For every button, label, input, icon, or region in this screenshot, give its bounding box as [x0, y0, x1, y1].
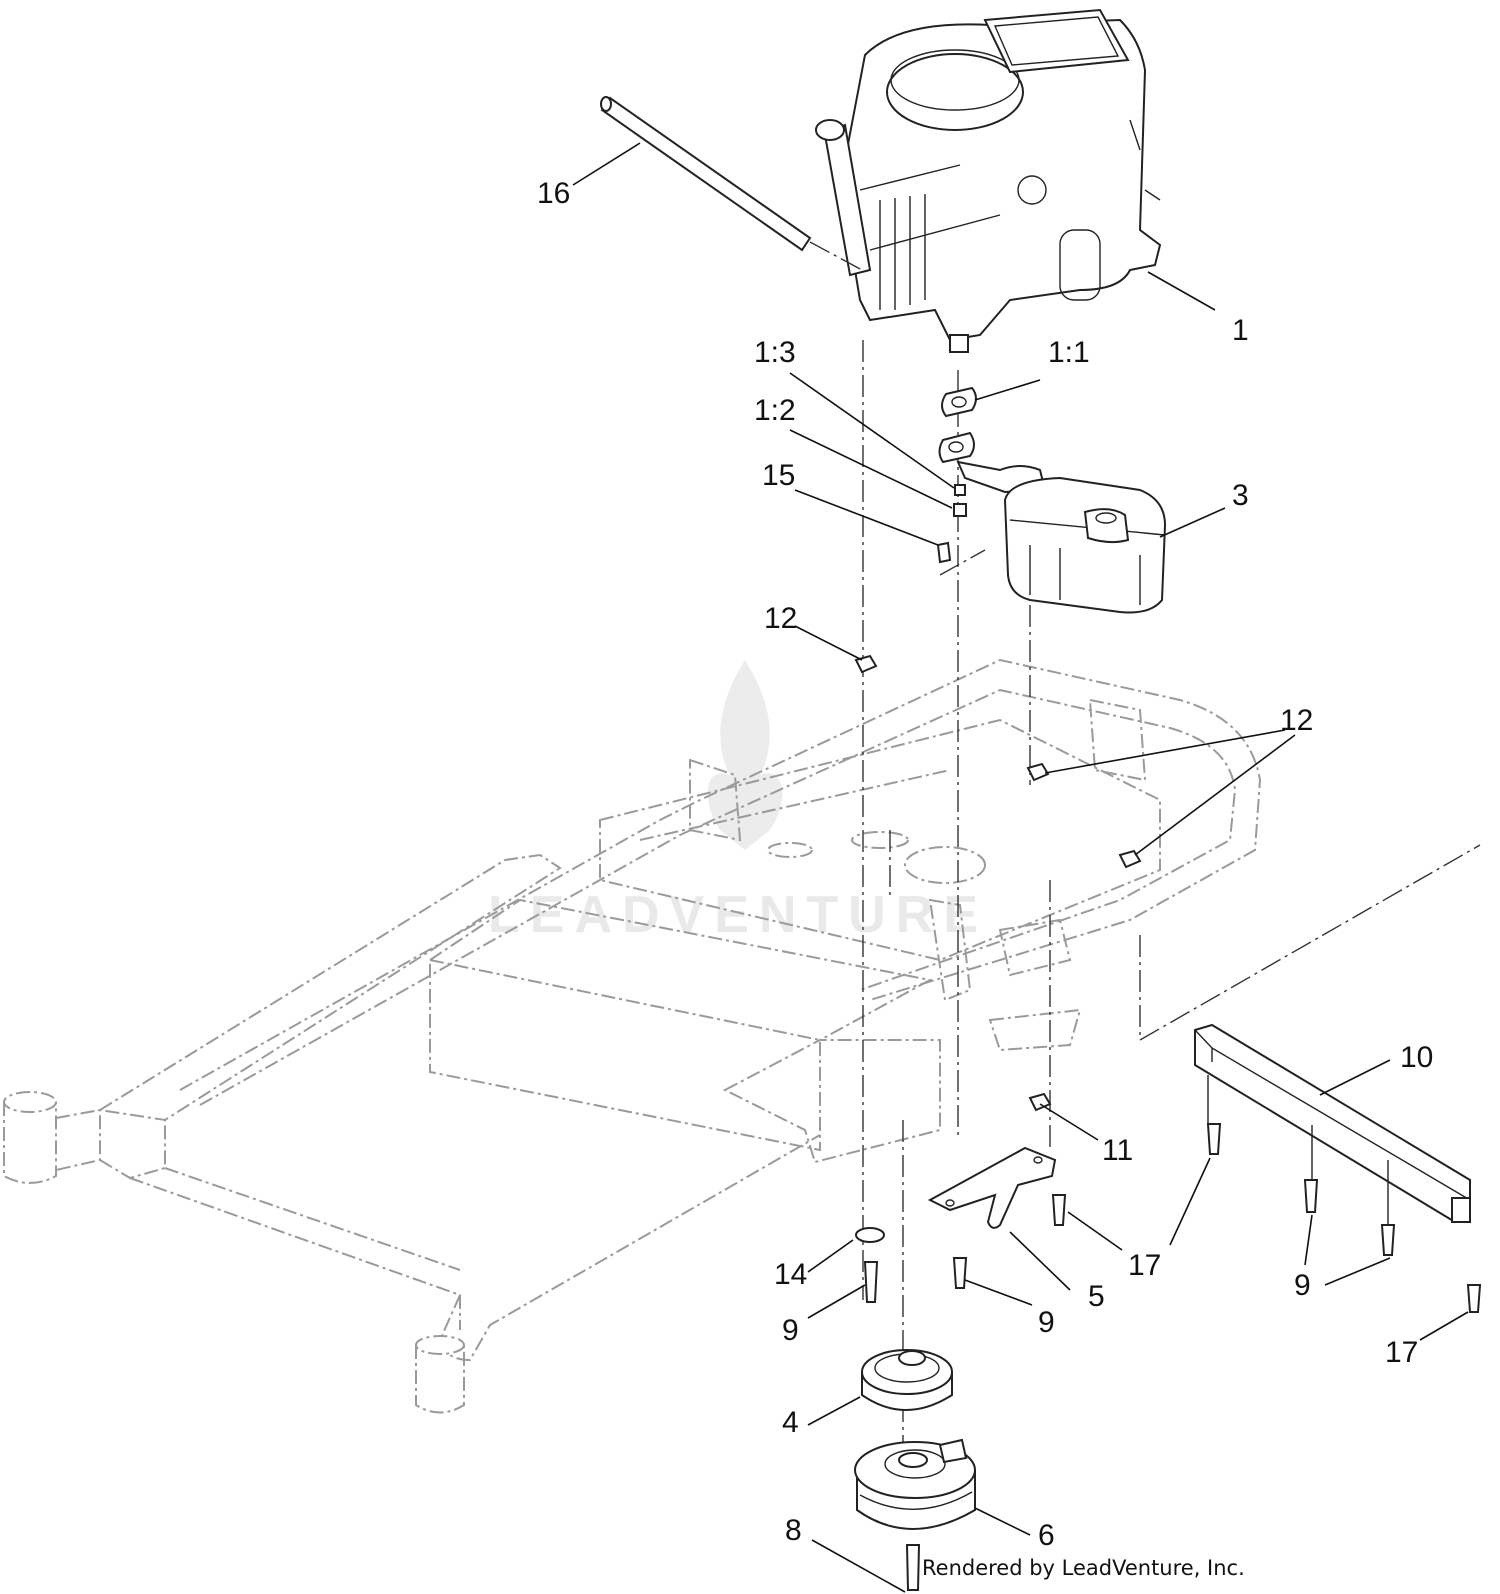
bolt-part-15: [936, 541, 952, 564]
callout-11: 11: [1102, 1134, 1133, 1167]
watermark-flame-logo: [707, 660, 783, 850]
callout-9-left: 9: [782, 1314, 799, 1347]
callout-5: 5: [1088, 1280, 1105, 1313]
hose-part-16: [600, 96, 863, 271]
gasket-part-1-1: [938, 386, 977, 464]
nut-part-11: [1028, 1092, 1052, 1112]
callout-1-1: 1:1: [1048, 336, 1090, 369]
nuts-part-12: [854, 654, 1142, 869]
callout-8: 8: [785, 1514, 802, 1547]
callout-14: 14: [774, 1258, 807, 1291]
bar-part-10: [1194, 1023, 1471, 1224]
bolts-and-washers: [855, 1075, 1482, 1591]
callout-1-2: 1:2: [754, 394, 796, 427]
callout-15: 15: [762, 459, 795, 492]
pulley-part-4: [861, 1349, 953, 1411]
callout-4: 4: [782, 1406, 799, 1439]
callout-6: 6: [1038, 1519, 1055, 1552]
callout-17-right: 17: [1385, 1336, 1418, 1369]
engine-part-1: [815, 8, 1162, 353]
callout-1-3: 1:3: [754, 336, 796, 369]
callout-10: 10: [1400, 1041, 1433, 1074]
callout-9-bracket: 9: [1038, 1306, 1055, 1339]
render-credit: Rendered by LeadVenture, Inc.: [922, 1556, 1245, 1580]
clutch-part-6: [854, 1438, 976, 1530]
muffler-part-3: [953, 460, 1167, 614]
callout-1: 1: [1232, 314, 1249, 347]
mower-frame: [3, 658, 1262, 1414]
callout-9-bar: 9: [1294, 1269, 1311, 1302]
callout-16: 16: [537, 177, 570, 210]
watermark: LEADVENTURE: [488, 660, 988, 944]
callout-3: 3: [1232, 479, 1249, 512]
callout-12-center: 12: [764, 602, 797, 635]
watermark-text: LEADVENTURE: [488, 886, 988, 944]
callout-labels: 1 1:1 1:3 1:2 15 3 12 12 16 10 11 14 9 9…: [537, 177, 1433, 1552]
assembly-center-lines: [862, 340, 1481, 1450]
callout-17-bracket: 17: [1128, 1249, 1161, 1282]
bracket-part-5: [927, 1146, 1057, 1229]
callout-12-right: 12: [1280, 704, 1313, 737]
leader-lines: [572, 142, 1469, 1593]
